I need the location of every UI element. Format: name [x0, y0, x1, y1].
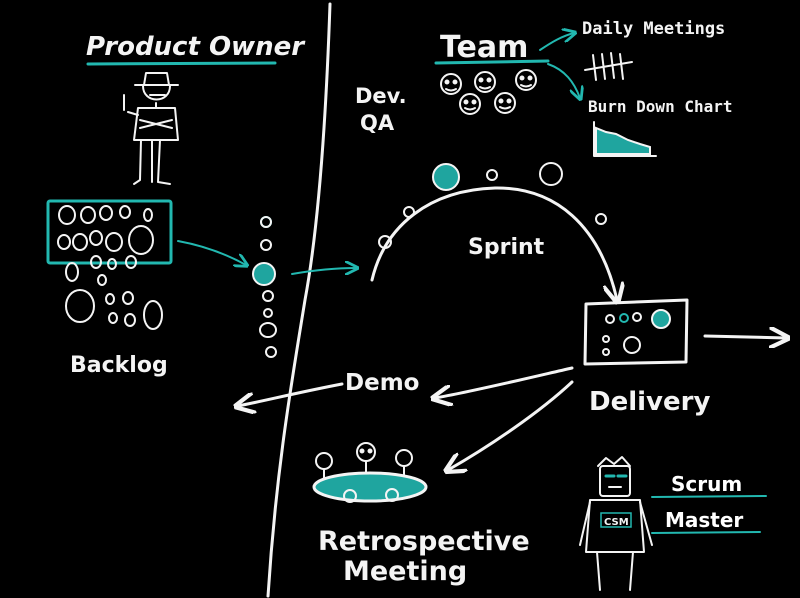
team-section: Team Daily Meetings Burn Down Chart	[434, 19, 733, 157]
area-chart-icon	[593, 121, 657, 157]
scrum-label: Scrum	[671, 472, 742, 496]
sprint-arc	[370, 186, 617, 300]
delivery-section: Delivery	[583, 298, 786, 417]
retrospective-label: Retrospective	[318, 526, 530, 557]
backlog-items	[57, 205, 163, 330]
team-label: Team	[440, 30, 528, 65]
product-owner-underline	[86, 61, 277, 66]
retro-table	[312, 471, 428, 503]
selected-item-highlight	[252, 262, 276, 286]
daily-meetings-label: Daily Meetings	[582, 19, 725, 39]
backlog-section: Backlog	[46, 199, 246, 378]
delivery-out-arrow	[703, 336, 786, 338]
demo-section: Demo	[238, 366, 574, 470]
team-to-burndown-arrow	[547, 63, 580, 98]
demo-label: Demo	[345, 370, 419, 396]
person-icon	[579, 456, 653, 591]
team-faces-icon	[440, 69, 537, 115]
backlog-selection-box	[46, 199, 173, 265]
product-owner-label: Product Owner	[86, 32, 306, 62]
tally-marks-icon	[584, 52, 633, 81]
scrum-master-section: CSM Scrum Master	[579, 456, 767, 591]
selected-items-column	[252, 216, 356, 358]
team-to-daily-arrow	[539, 33, 574, 51]
team-underline	[434, 59, 550, 65]
scrum-underline	[651, 495, 767, 498]
sprint-label: Sprint	[468, 235, 545, 260]
sprint-section: Sprint	[370, 162, 617, 300]
burn-down-chart-label: Burn Down Chart	[588, 97, 733, 116]
backlog-label: Backlog	[70, 353, 168, 378]
delivery-label: Delivery	[589, 387, 710, 417]
master-underline	[651, 531, 761, 534]
demo-out-arrow	[238, 382, 344, 406]
backlog-to-column-arrow	[177, 240, 246, 265]
dev-label: Dev.	[355, 84, 407, 108]
retro-people-icon	[315, 442, 413, 479]
product-owner-section: Product Owner	[86, 32, 306, 185]
retrospective-section: Retrospective Meeting	[312, 442, 530, 587]
delivery-to-demo-arrow	[435, 366, 574, 398]
sprint-bubbles	[378, 162, 607, 249]
divider-line	[266, 2, 332, 598]
qa-label: QA	[360, 111, 395, 135]
csm-badge-label: CSM	[604, 517, 629, 528]
column-to-sprint-arrow	[291, 268, 356, 274]
csm-badge	[600, 512, 632, 528]
master-label: Master	[665, 508, 743, 532]
delivery-box	[583, 298, 689, 366]
meeting-label: Meeting	[343, 556, 467, 587]
person-with-hat-icon	[123, 72, 179, 185]
delivery-to-retro-arrow	[448, 380, 574, 470]
